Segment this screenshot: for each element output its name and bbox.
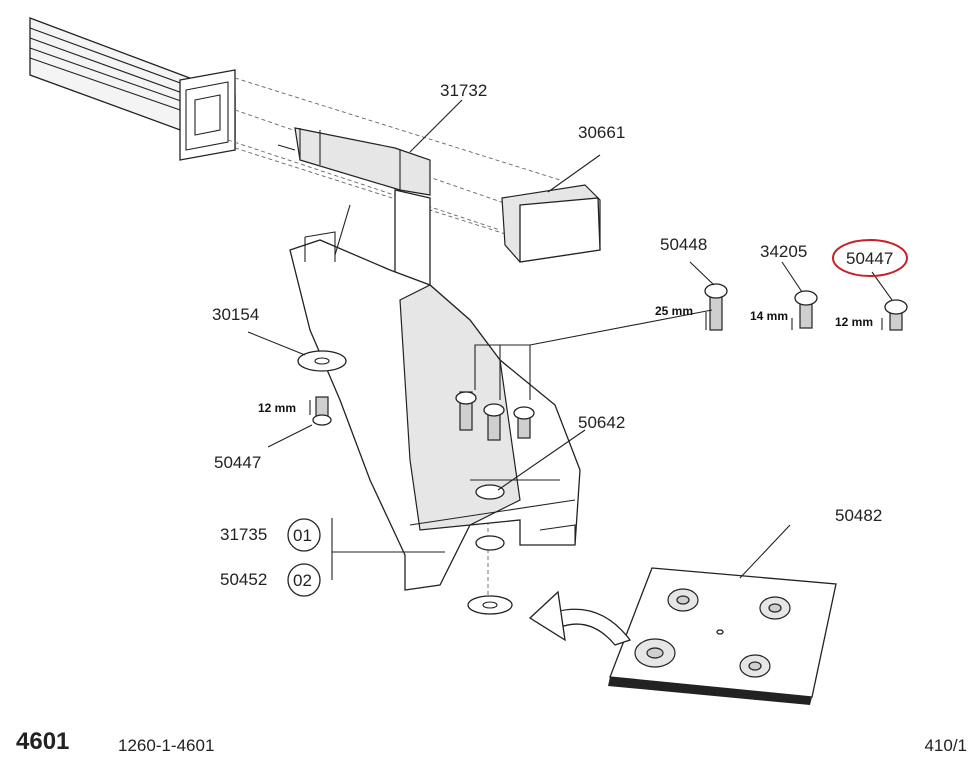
length-14mm: 14 mm [750,309,788,323]
left-washer-and-screw [297,350,347,426]
part-30661-end-cap [501,184,601,263]
lower-washers [467,484,513,615]
label-34205: 34205 [760,242,807,261]
label-50642: 50642 [578,413,625,432]
label-31732: 31732 [440,81,487,100]
quantity-02: 02 [293,571,312,590]
length-25mm: 25 mm [655,304,693,318]
page-number: 410/1 [924,736,967,755]
label-50482: 50482 [835,506,882,525]
foot-body [289,231,581,591]
spare-screws [704,283,908,331]
part-31732-clip [277,127,431,286]
highlight-circle [832,239,908,277]
quantity-circle-01 [287,518,321,552]
length-12mm-right: 12 mm [835,315,873,329]
quantity-01: 01 [293,526,312,545]
curved-arrow [528,590,632,646]
label-30154: 30154 [212,305,259,324]
foot-screws [455,391,535,441]
label-50448: 50448 [660,235,707,254]
label-50447-left: 50447 [214,453,261,472]
document-code: 1260-1-4601 [118,736,215,755]
model-number: 4601 [16,728,70,755]
length-12mm-left: 12 mm [258,401,296,415]
label-50447-highlighted: 50447 [846,249,893,268]
quantity-circle-02 [287,563,321,597]
label-50452: 50452 [220,570,267,589]
label-31735: 31735 [220,525,267,544]
roof-bar [29,17,236,161]
label-30661: 30661 [578,123,625,142]
part-50482-plate [608,567,837,705]
